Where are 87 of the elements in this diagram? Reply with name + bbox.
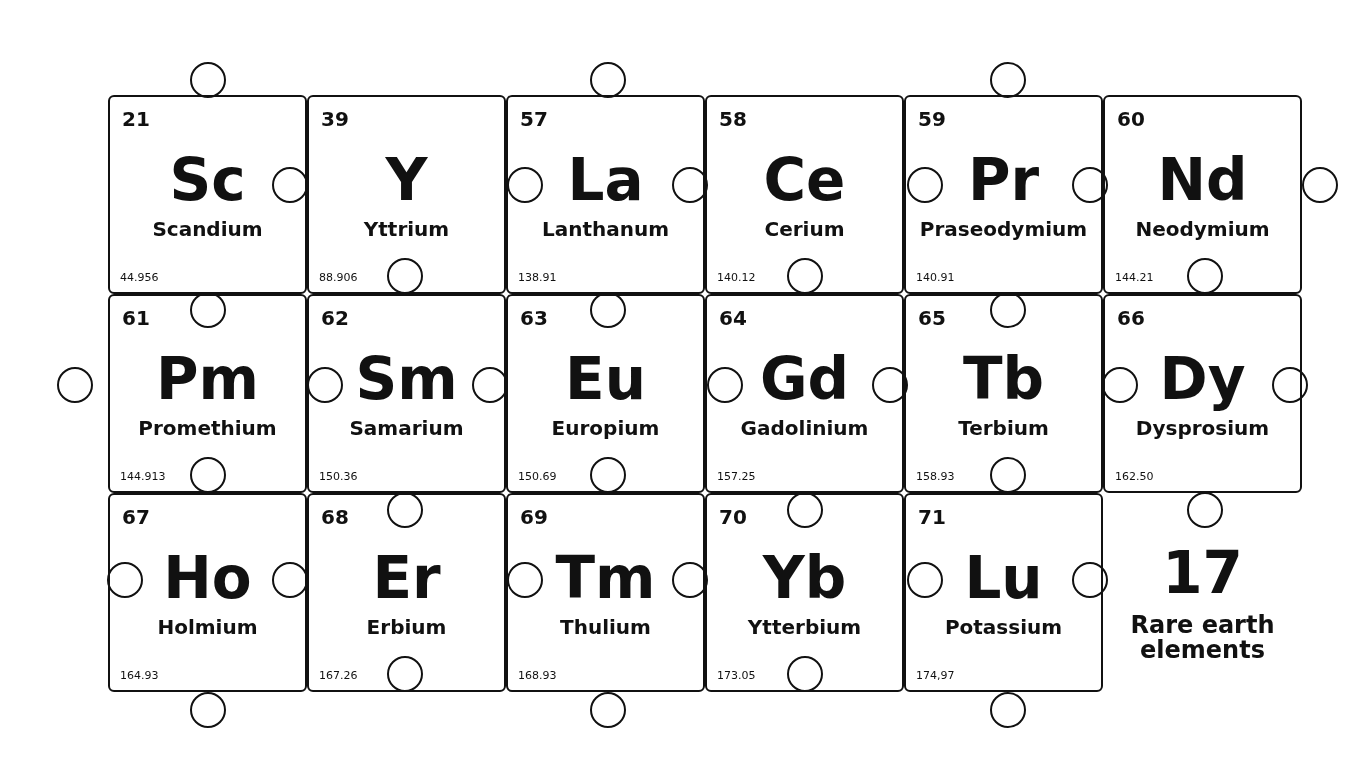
puzzle-piece xyxy=(904,294,1103,493)
puzzle-piece xyxy=(506,493,705,692)
puzzle-piece xyxy=(506,294,705,493)
atomic-number: 63 xyxy=(520,306,548,330)
atomic-number: 68 xyxy=(321,505,349,529)
element-symbol: Dy xyxy=(1158,346,1247,412)
atomic-mass: 168.93 xyxy=(518,669,557,682)
element-name: Praseodymium xyxy=(918,217,1089,241)
atomic-number: 67 xyxy=(122,505,150,529)
puzzle-piece xyxy=(904,493,1103,692)
atomic-mass: 144.21 xyxy=(1115,271,1154,284)
element-name: Terbium xyxy=(957,416,1050,440)
element-symbol: Gd xyxy=(758,346,851,412)
atomic-mass: 150.36 xyxy=(319,470,358,483)
puzzle-piece xyxy=(1103,294,1302,493)
element-name: Scandium xyxy=(151,217,264,241)
atomic-mass: 158.93 xyxy=(916,470,955,483)
element-name: Thulium xyxy=(559,615,652,639)
element-symbol: Nd xyxy=(1156,147,1249,213)
atomic-mass: 140.91 xyxy=(916,271,955,284)
atomic-number: 71 xyxy=(918,505,946,529)
atomic-number: 60 xyxy=(1117,107,1145,131)
atomic-mass: 173.05 xyxy=(717,669,756,682)
puzzle-piece xyxy=(705,493,904,692)
atomic-number: 59 xyxy=(918,107,946,131)
atomic-mass: 144.913 xyxy=(120,470,166,483)
puzzle-piece xyxy=(904,95,1103,294)
puzzle-piece xyxy=(108,294,307,493)
element-name: Lanthanum xyxy=(540,217,671,241)
puzzle-piece xyxy=(705,294,904,493)
element-symbol: Sc xyxy=(168,147,247,213)
element-name: Potassium xyxy=(943,615,1064,639)
atomic-number: 61 xyxy=(122,306,150,330)
element-name: Gadolinium xyxy=(739,416,870,440)
puzzle-piece xyxy=(705,95,904,294)
atomic-mass: 140.12 xyxy=(717,271,756,284)
atomic-mass: 88.906 xyxy=(319,271,358,284)
element-symbol: Pm xyxy=(155,346,260,412)
element-symbol: Ho xyxy=(162,545,253,611)
element-name: Erbium xyxy=(365,615,448,639)
puzzle-piece xyxy=(307,95,506,294)
atomic-number: 57 xyxy=(520,107,548,131)
atomic-number: 65 xyxy=(918,306,946,330)
atomic-number: 64 xyxy=(719,306,747,330)
element-name: Europium xyxy=(550,416,661,440)
puzzle-piece xyxy=(506,95,705,294)
puzzle-piece xyxy=(108,493,307,692)
element-name: Holmium xyxy=(156,615,259,639)
element-name: Promethium xyxy=(137,416,278,440)
element-symbol: La xyxy=(566,147,645,213)
atomic-mass: 44.956 xyxy=(120,271,159,284)
element-count: 17 xyxy=(1161,543,1244,604)
element-name: Yttrium xyxy=(362,217,451,241)
atomic-mass: 164.93 xyxy=(120,669,159,682)
puzzle-piece xyxy=(108,95,307,294)
element-name: Cerium xyxy=(763,217,846,241)
element-name: Samarium xyxy=(348,416,465,440)
atomic-mass: 162.50 xyxy=(1115,470,1154,483)
element-symbol: Eu xyxy=(564,346,647,412)
atomic-number: 39 xyxy=(321,107,349,131)
caption-text: Rare earth elements xyxy=(1129,613,1276,664)
atomic-number: 21 xyxy=(122,107,150,131)
puzzle-piece xyxy=(1103,95,1302,294)
atomic-number: 70 xyxy=(719,505,747,529)
element-symbol: Er xyxy=(371,545,442,611)
element-symbol: Tb xyxy=(961,346,1046,412)
puzzle-piece xyxy=(307,294,506,493)
element-symbol: Tm xyxy=(554,545,657,611)
element-symbol: Lu xyxy=(963,545,1044,611)
puzzle-piece xyxy=(307,493,506,692)
element-symbol: Yb xyxy=(761,545,848,611)
element-symbol: Ce xyxy=(762,147,847,213)
atomic-number: 66 xyxy=(1117,306,1145,330)
atomic-mass: 174,97 xyxy=(916,669,955,682)
element-name: Neodymium xyxy=(1134,217,1271,241)
atomic-mass: 167.26 xyxy=(319,669,358,682)
element-symbol: Sm xyxy=(354,346,459,412)
element-symbol: Pr xyxy=(966,147,1041,213)
atomic-mass: 138.91 xyxy=(518,271,557,284)
element-name: Ytterbium xyxy=(746,615,863,639)
atomic-mass: 150.69 xyxy=(518,470,557,483)
atomic-mass: 157.25 xyxy=(717,470,756,483)
element-symbol: Y xyxy=(384,147,429,213)
atomic-number: 62 xyxy=(321,306,349,330)
atomic-number: 58 xyxy=(719,107,747,131)
element-name: Dysprosium xyxy=(1134,416,1271,440)
atomic-number: 69 xyxy=(520,505,548,529)
